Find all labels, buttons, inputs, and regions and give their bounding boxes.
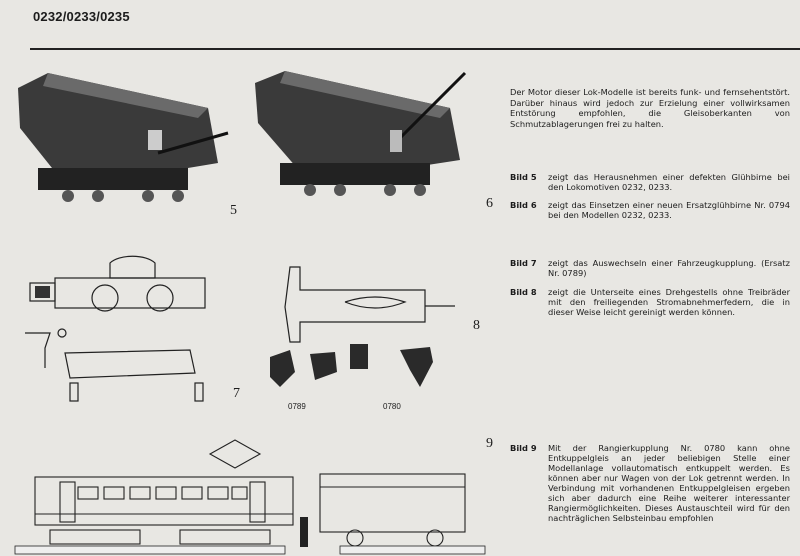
figure-7-label: 7 <box>233 386 240 401</box>
caption-text: Mit der Rangierkupplung Nr. 0780 kann oh… <box>548 443 790 523</box>
caption-label: Bild 8 <box>510 287 537 297</box>
figure-5-locomotive-bulb-removal <box>18 73 229 202</box>
caption-label: Bild 6 <box>510 200 537 210</box>
caption-bild-9: Bild 9 Mit der Rangierkupplung Nr. 0780 … <box>510 443 790 523</box>
caption-text: zeigt das Auswechseln einer Fahrzeugkupp… <box>548 258 790 278</box>
header-divider <box>30 48 800 50</box>
part-number-0789: 0789 <box>288 402 306 411</box>
figure-9-locomotive-and-wagon <box>14 439 486 555</box>
caption-text: zeigt die Unterseite eines Drehgestells … <box>548 287 790 317</box>
caption-bild-7: Bild 7 zeigt das Auswechseln einer Fahrz… <box>510 258 790 278</box>
caption-label: Bild 9 <box>510 443 537 453</box>
caption-label: Bild 5 <box>510 172 537 182</box>
caption-bild-8: Bild 8 zeigt die Unterseite eines Drehge… <box>510 287 790 317</box>
figure-8-label: 8 <box>473 318 480 333</box>
caption-bild-6: Bild 6 zeigt das Einsetzen einer neuen E… <box>510 200 790 220</box>
figure-8-bogie-underside <box>270 266 455 387</box>
caption-bild-5: Bild 5 zeigt das Herausnehmen einer defe… <box>510 172 790 192</box>
figure-6-locomotive-bulb-insertion <box>255 71 467 196</box>
caption-text: zeigt das Einsetzen einer neuen Ersatzgl… <box>548 200 790 220</box>
figure-9-label: 9 <box>486 436 493 451</box>
caption-text: zeigt das Herausnehmen einer defekten Gl… <box>548 172 790 192</box>
figure-7-coupling-exchange <box>25 255 206 402</box>
figure-6-label: 6 <box>486 196 493 211</box>
part-number-0780: 0780 <box>383 402 401 411</box>
intro-paragraph: Der Motor dieser Lok-Modelle ist bereits… <box>510 87 790 129</box>
caption-label: Bild 7 <box>510 258 537 268</box>
page-title: 0232/0233/0235 <box>33 9 130 24</box>
figure-5-label: 5 <box>230 203 237 218</box>
